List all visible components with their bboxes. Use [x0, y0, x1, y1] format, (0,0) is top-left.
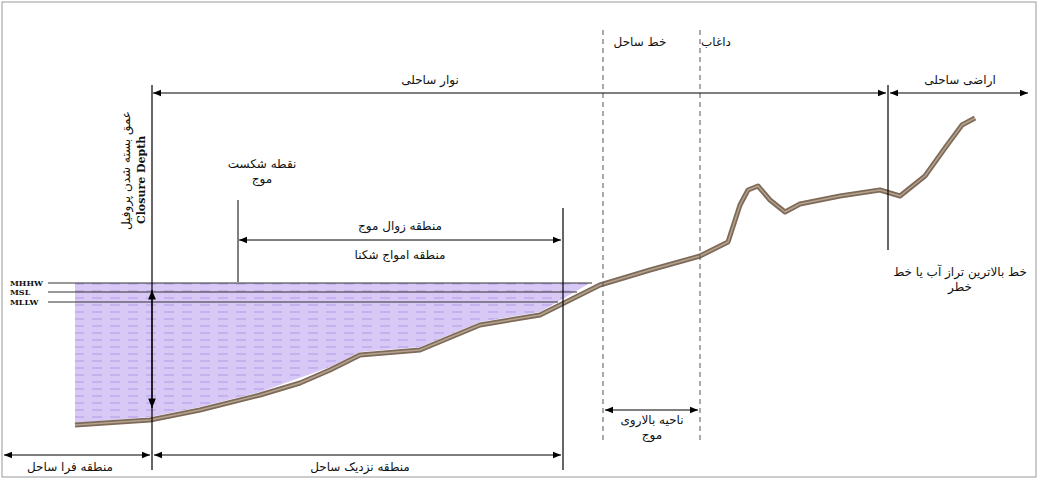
seabed-terrain: [75, 118, 975, 425]
terrain-highlight: [75, 118, 975, 425]
coastal-strip-label: نوار ساحلی: [401, 73, 459, 88]
hazard-line-label: خط بالاترین تراز آب یا خط خطر: [885, 265, 1035, 295]
offshore-arrow: [4, 455, 150, 456]
sea-water: [75, 283, 590, 423]
coastal-strip-arrow: [153, 93, 886, 94]
break-point-label: نقطه شکست موج: [227, 157, 297, 187]
msl-line: [48, 292, 577, 293]
mhhw-label: MHHW: [10, 279, 43, 287]
hazard-line: [887, 85, 888, 250]
break-point-line: [238, 200, 239, 282]
closure-depth-line: [151, 85, 152, 470]
mhhw-line: [48, 283, 592, 284]
closure-depth-fa-label: عمق بسته شدن پروفیل: [119, 110, 134, 229]
offshore-zone-label: منطقه فرا ساحل: [27, 460, 113, 475]
msl-label: MSL: [10, 288, 30, 296]
wave-decay-zone-label: منطقه زوال موج: [355, 219, 445, 234]
shoreline-label: خط ساحل: [614, 35, 667, 50]
nearshore-zone-label: منطقه نزدیک ساحل: [310, 460, 410, 475]
berm-label: داغاب: [701, 35, 731, 50]
mllw-line: [48, 302, 558, 303]
surf-zone-arrow: [239, 240, 561, 241]
mllw-label: MLLW: [10, 298, 39, 306]
coastal-land-arrow: [890, 93, 1028, 94]
closure-depth-en-label: Closure Depth: [135, 136, 149, 224]
coastal-land-label: اراضی ساحلی: [924, 73, 996, 88]
berm-dashed: [700, 30, 701, 440]
nearshore-limit-line: [562, 208, 563, 470]
shoreline-dashed: [603, 30, 604, 440]
nearshore-arrow: [154, 455, 561, 456]
runup-zone-label: ناحیه بالاروی موج: [610, 413, 694, 443]
runup-arrow: [605, 410, 698, 411]
breaker-zone-label: منطقه امواج شکنا: [351, 248, 448, 263]
depth-arrow: [151, 290, 152, 408]
